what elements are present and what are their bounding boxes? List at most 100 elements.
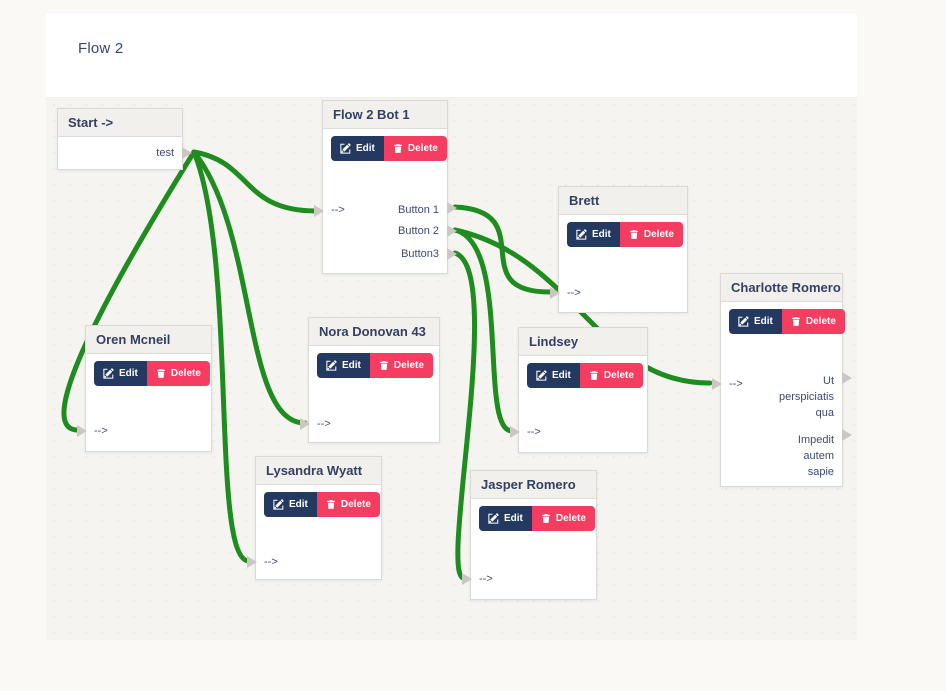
edge-test-to-bot[interactable] bbox=[191, 149, 319, 214]
output-connector-button3[interactable] bbox=[447, 248, 457, 260]
input-label: --> bbox=[331, 204, 345, 216]
trash-icon bbox=[590, 371, 598, 380]
edit-button[interactable]: Edit bbox=[317, 353, 370, 378]
output-connector-ut[interactable] bbox=[842, 372, 852, 384]
node-charlotte-romero[interactable]: Charlotte Romero Edit Delete --> Ut pers… bbox=[712, 273, 852, 487]
node-jasper-title: Jasper Romero bbox=[471, 471, 596, 499]
node-jasper-romero[interactable]: Jasper Romero Edit Delete --> bbox=[462, 470, 597, 600]
edit-button[interactable]: Edit bbox=[527, 363, 580, 388]
delete-button-label: Delete bbox=[407, 143, 438, 154]
edit-button[interactable]: Edit bbox=[331, 136, 384, 161]
edit-button-label: Edit bbox=[592, 229, 611, 240]
input-label: --> bbox=[479, 573, 493, 585]
edit-button[interactable]: Edit bbox=[94, 361, 147, 386]
input-label: --> bbox=[317, 418, 331, 430]
output-connector-test[interactable] bbox=[182, 147, 192, 159]
delete-button-label: Delete bbox=[393, 360, 424, 371]
trash-icon bbox=[542, 514, 550, 523]
node-nora-donovan[interactable]: Nora Donovan 43 Edit Delete --> bbox=[300, 317, 440, 443]
node-start[interactable]: Start -> test bbox=[57, 108, 192, 170]
delete-button[interactable]: Delete bbox=[531, 506, 595, 531]
input-label: --> bbox=[94, 425, 108, 437]
input-connector[interactable] bbox=[462, 573, 472, 585]
edit-button[interactable]: Edit bbox=[729, 309, 782, 334]
input-label: --> bbox=[527, 426, 541, 438]
trash-icon bbox=[157, 369, 165, 378]
node-lysandra-wyatt[interactable]: Lysandra Wyatt Edit Delete --> bbox=[247, 456, 382, 580]
node-start-title: Start -> bbox=[58, 109, 182, 137]
trash-icon bbox=[380, 361, 388, 370]
edit-icon bbox=[576, 229, 587, 240]
node-lysandra-title: Lysandra Wyatt bbox=[256, 457, 381, 485]
output-label-button1: Button 1 bbox=[398, 204, 439, 216]
edit-icon bbox=[738, 316, 749, 327]
edit-button[interactable]: Edit bbox=[479, 506, 532, 531]
input-connector[interactable] bbox=[300, 418, 310, 430]
trash-icon bbox=[630, 230, 638, 239]
edit-icon bbox=[103, 368, 114, 379]
edit-button[interactable]: Edit bbox=[264, 492, 317, 517]
edit-button-label: Edit bbox=[289, 499, 308, 510]
delete-button[interactable]: Delete bbox=[619, 222, 683, 247]
output-label-button3: Button3 bbox=[401, 248, 439, 260]
input-connector[interactable] bbox=[77, 425, 87, 437]
page-title: Flow 2 bbox=[78, 40, 124, 57]
output-connector-button2[interactable] bbox=[447, 225, 457, 237]
delete-button-label: Delete bbox=[643, 229, 674, 240]
edit-button-label: Edit bbox=[552, 370, 571, 381]
output-connector-impedit[interactable] bbox=[842, 429, 852, 441]
edit-icon bbox=[536, 370, 547, 381]
node-charlotte-title: Charlotte Romero bbox=[721, 274, 842, 302]
output-connector-button1[interactable] bbox=[447, 202, 457, 214]
edit-button-label: Edit bbox=[342, 360, 361, 371]
node-flow2-bot1[interactable]: Flow 2 Bot 1 Edit Delete --> Button 1 Bu… bbox=[314, 100, 457, 274]
flow-header: Flow 2 bbox=[46, 14, 857, 98]
edit-button-label: Edit bbox=[356, 143, 375, 154]
output-label-test: test bbox=[156, 147, 174, 159]
node-oren-title: Oren Mcneil bbox=[86, 326, 211, 354]
node-lindsey[interactable]: Lindsey Edit Delete --> bbox=[510, 327, 648, 453]
delete-button-label: Delete bbox=[805, 316, 836, 327]
output-label-button2: Button 2 bbox=[398, 225, 439, 237]
edit-button-label: Edit bbox=[119, 368, 138, 379]
edge-button2-to-charlotte[interactable] bbox=[452, 227, 713, 386]
edit-icon bbox=[326, 360, 337, 371]
output-label-ut-perspiciatis: Ut perspiciatis qua bbox=[778, 375, 834, 419]
edge-test-to-lysandra[interactable] bbox=[191, 149, 252, 564]
delete-button[interactable]: Delete bbox=[383, 136, 447, 161]
delete-button-label: Delete bbox=[170, 368, 201, 379]
input-connector[interactable] bbox=[314, 205, 324, 217]
delete-button[interactable]: Delete bbox=[146, 361, 210, 386]
input-connector[interactable] bbox=[510, 426, 520, 438]
input-connector[interactable] bbox=[247, 556, 257, 568]
trash-icon bbox=[394, 144, 402, 153]
edit-icon bbox=[273, 499, 284, 510]
edge-button3-to-jasper[interactable] bbox=[452, 250, 478, 581]
edit-icon bbox=[488, 513, 499, 524]
edit-icon bbox=[340, 143, 351, 154]
delete-button[interactable]: Delete bbox=[579, 363, 643, 388]
node-brett-title: Brett bbox=[559, 187, 687, 215]
edge-button1-to-brett[interactable] bbox=[452, 204, 554, 295]
node-oren-mcneil[interactable]: Oren Mcneil Edit Delete --> bbox=[77, 325, 212, 452]
edit-button-label: Edit bbox=[504, 513, 523, 524]
edge-button2-to-lindsey[interactable] bbox=[452, 227, 515, 434]
delete-button[interactable]: Delete bbox=[369, 353, 433, 378]
node-flow2-bot1-title: Flow 2 Bot 1 bbox=[323, 101, 447, 129]
trash-icon bbox=[327, 500, 335, 509]
delete-button[interactable]: Delete bbox=[781, 309, 845, 334]
delete-button-label: Delete bbox=[340, 499, 371, 510]
node-brett[interactable]: Brett Edit Delete --> bbox=[550, 186, 688, 313]
trash-icon bbox=[792, 317, 800, 326]
input-label: --> bbox=[264, 556, 278, 568]
node-nora-title: Nora Donovan 43 bbox=[309, 318, 439, 346]
input-connector[interactable] bbox=[550, 287, 560, 299]
delete-button[interactable]: Delete bbox=[316, 492, 380, 517]
edit-button-label: Edit bbox=[754, 316, 773, 327]
edge-test-to-nora[interactable] bbox=[191, 149, 308, 426]
edit-button[interactable]: Edit bbox=[567, 222, 620, 247]
input-connector[interactable] bbox=[712, 378, 722, 390]
output-label-impedit-autem: Impedit autem sapie bbox=[797, 434, 834, 478]
node-lindsey-title: Lindsey bbox=[519, 328, 647, 356]
